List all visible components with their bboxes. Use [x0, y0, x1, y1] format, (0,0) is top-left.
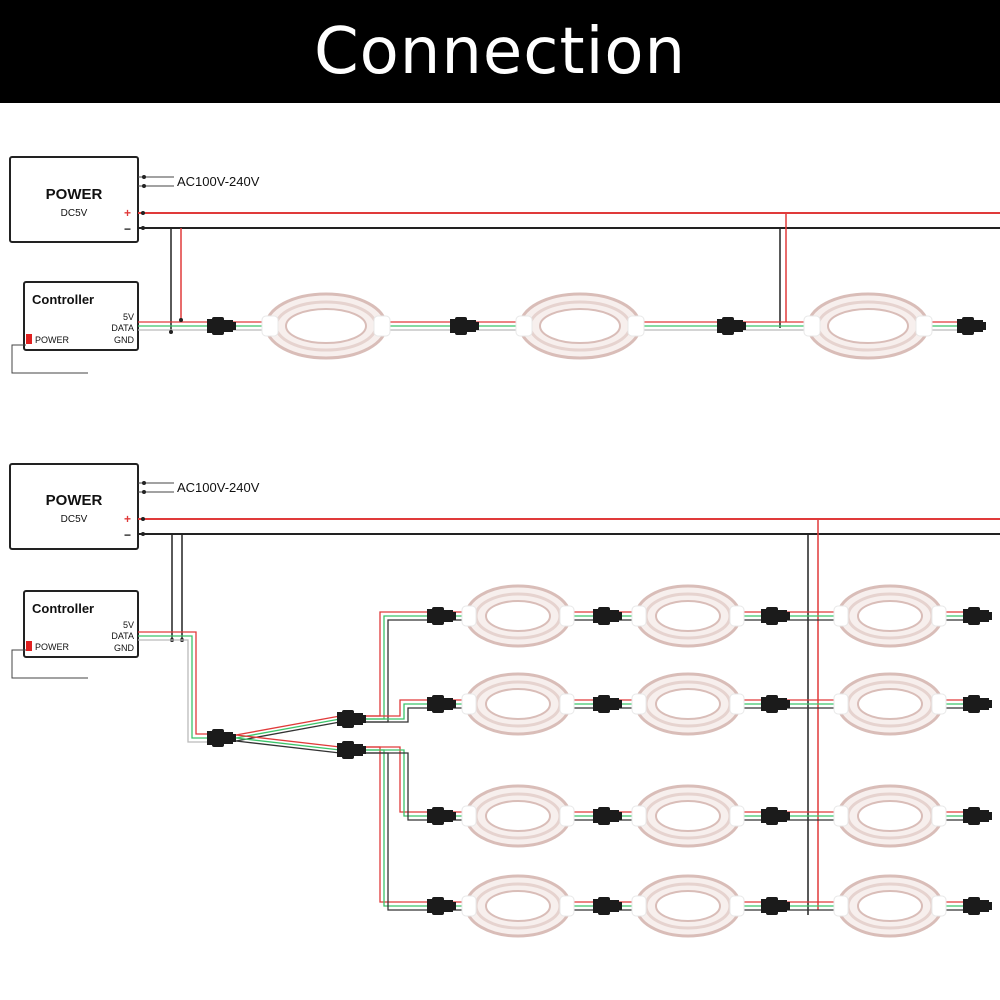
power-supply: POWER DC5V + −	[9, 156, 139, 243]
controller-power-indicator	[26, 641, 32, 651]
connector	[450, 317, 479, 335]
connector	[717, 317, 746, 335]
connector	[427, 695, 456, 713]
ac-input: AC100V-240V	[138, 174, 260, 189]
connector	[963, 695, 992, 713]
connector	[963, 807, 992, 825]
connector	[337, 741, 366, 759]
connector	[957, 317, 986, 335]
led-coil	[631, 672, 745, 736]
power-supply-voltage: DC5V	[61, 514, 88, 525]
connector	[761, 695, 790, 713]
led-coil	[631, 874, 745, 938]
connector	[963, 897, 992, 915]
header-bar: Connection	[0, 0, 1000, 103]
page-title: Connection	[313, 14, 687, 89]
controller-title: Controller	[32, 601, 94, 616]
led-coil	[461, 672, 575, 736]
power-supply-title: POWER	[46, 492, 103, 509]
connector	[761, 897, 790, 915]
led-coil	[833, 584, 947, 648]
connector	[427, 607, 456, 625]
connector	[963, 607, 992, 625]
led-coil	[833, 874, 947, 938]
negative-terminal-label: −	[124, 222, 131, 236]
connector	[761, 607, 790, 625]
connector	[593, 607, 622, 625]
controller-box	[23, 281, 139, 351]
controller-power-label: POWER	[35, 642, 70, 652]
led-coil	[833, 672, 947, 736]
connector	[593, 897, 622, 915]
controller-box	[23, 590, 139, 658]
controller: Controller 5V DATA GND POWER	[11, 590, 139, 679]
controller-title: Controller	[32, 292, 94, 307]
led-coil	[461, 784, 575, 848]
led-coil	[515, 292, 645, 360]
power-supply-box	[9, 156, 139, 243]
diagram-parallel-chains: POWER DC5V + − AC100V-240V Controller 5V…	[9, 463, 1000, 938]
positive-terminal-label: +	[124, 512, 131, 526]
controller: Controller 5V DATA GND POWER	[11, 281, 139, 374]
power-supply-voltage: DC5V	[61, 208, 88, 219]
connection-diagram: POWER DC5V + − AC100V-240V Controller 5V…	[9, 156, 1000, 938]
ac-input-label: AC100V-240V	[177, 174, 260, 189]
controller-power-indicator	[26, 334, 32, 344]
led-coil	[261, 292, 391, 360]
branch-wires	[366, 611, 430, 911]
negative-terminal-label: −	[124, 528, 131, 542]
ac-input: AC100V-240V	[138, 480, 260, 495]
connector	[337, 710, 366, 728]
pin-5v-label: 5V	[123, 312, 134, 322]
led-coil	[631, 784, 745, 848]
splitter-wires	[235, 715, 341, 754]
led-coil	[833, 784, 947, 848]
power-supply-box	[9, 463, 139, 550]
ac-input-label: AC100V-240V	[177, 480, 260, 495]
pin-data-label: DATA	[111, 323, 134, 333]
signal-wires	[138, 631, 212, 743]
led-coil	[461, 874, 575, 938]
led-coil	[803, 292, 933, 360]
connector	[593, 695, 622, 713]
led-coil	[631, 584, 745, 648]
pin-data-label: DATA	[111, 631, 134, 641]
connector	[427, 897, 456, 915]
pin-gnd-label: GND	[114, 335, 135, 345]
connector	[427, 807, 456, 825]
connector	[761, 807, 790, 825]
connector	[593, 807, 622, 825]
power-supply-title: POWER	[46, 186, 103, 203]
pin-gnd-label: GND	[114, 643, 135, 653]
controller-power-label: POWER	[35, 335, 70, 345]
connector	[207, 729, 236, 747]
connector	[207, 317, 236, 335]
row-wires	[430, 611, 980, 911]
led-coil	[461, 584, 575, 648]
pin-5v-label: 5V	[123, 620, 134, 630]
diagram-single-chain: POWER DC5V + − AC100V-240V Controller 5V…	[9, 156, 1000, 374]
power-supply: POWER DC5V + −	[9, 463, 139, 550]
positive-terminal-label: +	[124, 206, 131, 220]
